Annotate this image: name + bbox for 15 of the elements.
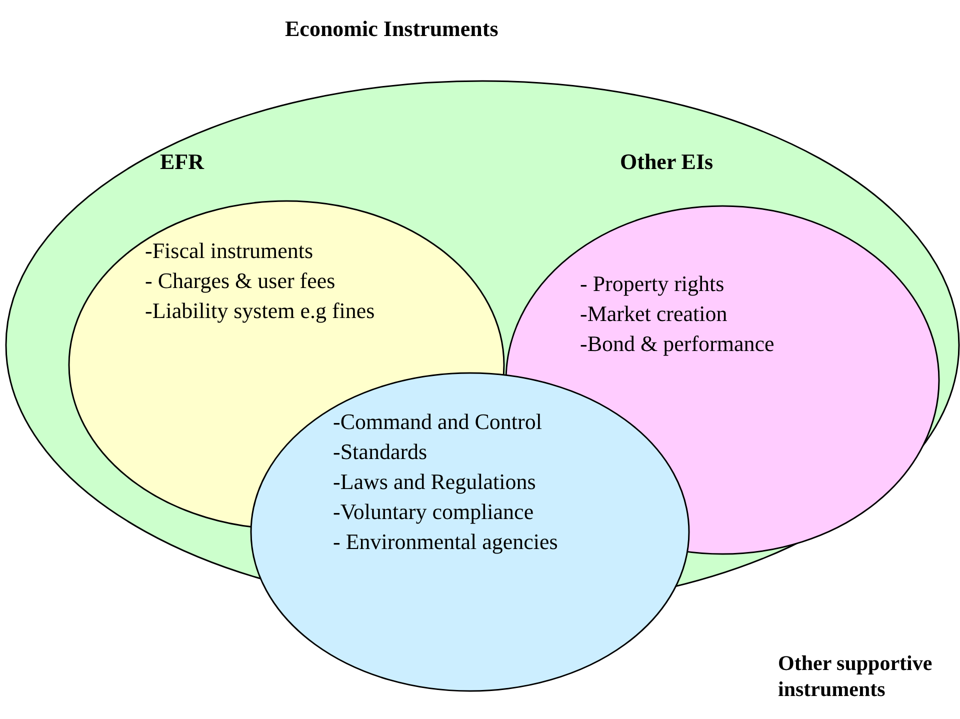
set-label: Other supportive instruments [778,650,934,702]
list-item: -Fiscal instruments [145,237,314,264]
set-heading: Economic Instruments [285,15,498,42]
list-item: - Charges & user fees [145,267,336,294]
list-item: -Market creation [580,300,728,327]
list-item: -Liability system e.g fines [145,297,375,324]
list-item: - Property rights [580,270,724,297]
list-item: -Bond & performance [580,330,774,357]
list-item: -Command and Control [333,408,542,435]
list-item: -Voluntary compliance [333,498,534,525]
set-heading: EFR [160,148,204,175]
list-item: -Laws and Regulations [333,468,536,495]
list-item: - Environmental agencies [333,528,558,555]
set-heading: Other EIs [620,148,714,175]
list-item: -Standards [333,438,428,465]
